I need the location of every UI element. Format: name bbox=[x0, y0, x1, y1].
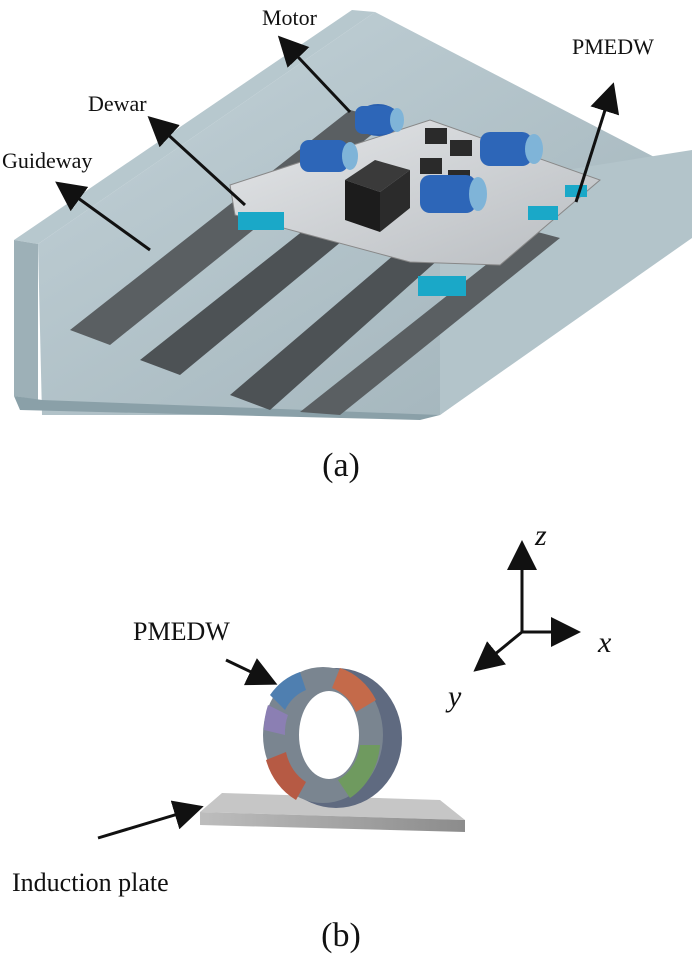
caption-b: (b) bbox=[321, 917, 361, 954]
coordinate-axes: z x y bbox=[445, 519, 612, 713]
induction-plate-label: Induction plate bbox=[12, 868, 169, 897]
motor-4 bbox=[420, 175, 487, 213]
motor-1 bbox=[355, 104, 404, 136]
dewar-3 bbox=[528, 206, 558, 220]
dewar-4 bbox=[565, 185, 587, 197]
guideway-label: Guideway bbox=[2, 148, 92, 173]
dewar-arrow bbox=[147, 115, 247, 207]
panel-a-illustration: Motor Dewar Guideway PMEDW bbox=[2, 5, 692, 420]
motor-label: Motor bbox=[262, 5, 318, 30]
motor-3 bbox=[480, 132, 543, 166]
control-box bbox=[345, 160, 410, 232]
motor-2 bbox=[300, 140, 358, 172]
dewar-2 bbox=[418, 276, 466, 296]
guideway-arrow bbox=[55, 181, 151, 252]
dewar-1 bbox=[238, 212, 284, 230]
y-axis-label: y bbox=[445, 680, 462, 713]
pmedw-arrow-a bbox=[574, 82, 620, 203]
panel-b-illustration: z x y PMEDW Induction plate bbox=[12, 519, 612, 897]
caption-a: (a) bbox=[322, 447, 360, 484]
dewar-label: Dewar bbox=[88, 91, 147, 116]
rail-right bbox=[300, 230, 560, 415]
pmedw-arrow-b bbox=[225, 658, 278, 686]
y-axis bbox=[473, 630, 523, 672]
pmedw-label-a: PMEDW bbox=[572, 34, 654, 59]
pmedw-ring bbox=[263, 667, 402, 808]
motor-arrow bbox=[277, 35, 352, 114]
induction-plate-arrow bbox=[97, 800, 204, 840]
pmedw-label-b: PMEDW bbox=[133, 617, 230, 646]
x-axis-label: x bbox=[597, 626, 612, 659]
z-axis-label: z bbox=[534, 519, 547, 552]
